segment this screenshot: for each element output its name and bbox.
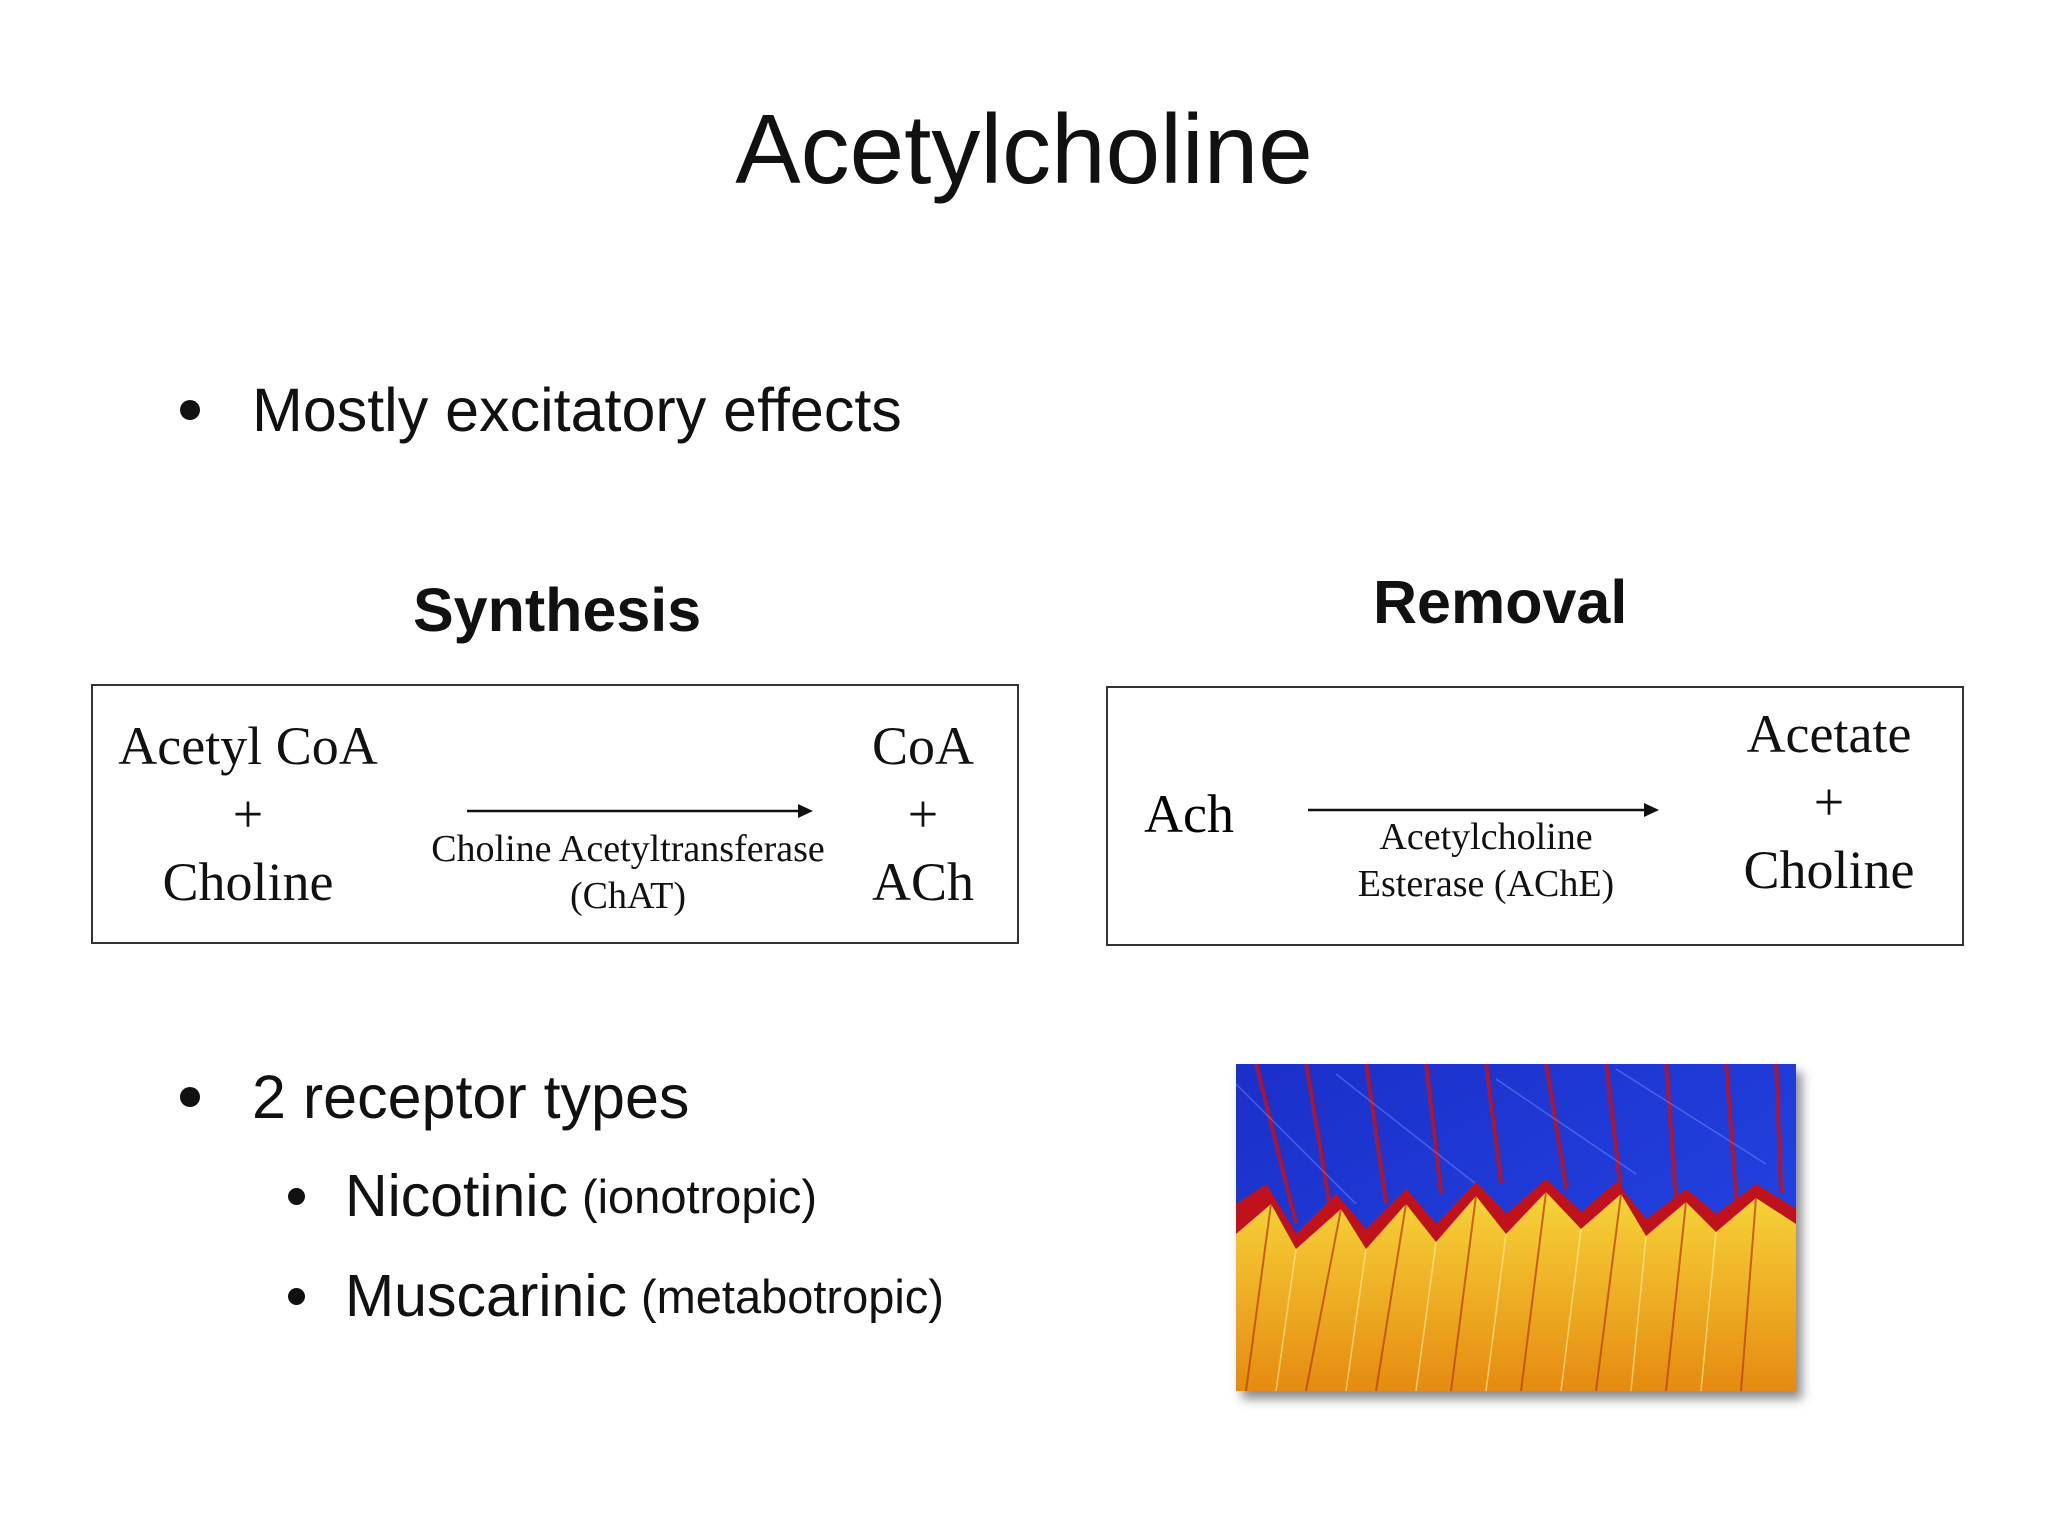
product-acetate: Acetate	[1718, 700, 1940, 768]
synthesis-reactants: Acetyl CoA + Choline	[113, 712, 383, 916]
receptor-note: (metabotropic)	[641, 1269, 944, 1324]
receptor-name: Nicotinic	[345, 1162, 568, 1230]
enzyme-ache-name: Acetylcholine	[1304, 814, 1668, 861]
plus-sign: +	[1718, 768, 1940, 836]
substrate-ach: Ach	[1144, 780, 1234, 848]
bullet-text: Mostly excitatory effects	[252, 375, 902, 445]
reactant-acetyl-coa: Acetyl CoA	[113, 712, 383, 780]
removal-heading: Removal	[1373, 572, 1627, 633]
reactant-choline: Choline	[113, 848, 383, 916]
bullet-dot	[288, 1188, 305, 1205]
enzyme-chat-name: Choline Acetyltransferase	[408, 826, 848, 873]
plus-sign: +	[113, 780, 383, 848]
acetylcholine-crystal-micrograph	[1236, 1064, 1796, 1391]
plus-sign: +	[843, 780, 1003, 848]
receptor-note: (ionotropic)	[582, 1169, 817, 1224]
slide-title: Acetylcholine	[0, 100, 2048, 198]
synthesis-heading: Synthesis	[413, 580, 701, 641]
bullet-nicotinic: Nicotinic (ionotropic)	[288, 1162, 817, 1230]
removal-box: Ach Acetylcholine Esterase (AChE) Acetat…	[1106, 686, 1964, 946]
bullet-muscarinic: Muscarinic (metabotropic)	[288, 1262, 944, 1330]
receptor-name: Muscarinic	[345, 1262, 627, 1330]
synthesis-box: Acetyl CoA + Choline Choline Acetyltrans…	[91, 684, 1019, 944]
bullet-excitatory: Mostly excitatory effects	[180, 375, 902, 445]
synthesis-products: CoA + ACh	[843, 712, 1003, 916]
enzyme-ache-abbrev: Esterase (AChE)	[1304, 861, 1668, 908]
product-choline: Choline	[1718, 836, 1940, 904]
bullet-dot	[288, 1288, 305, 1305]
product-coa: CoA	[843, 712, 1003, 780]
product-ach: ACh	[843, 848, 1003, 916]
removal-products: Acetate + Choline	[1718, 700, 1940, 904]
synthesis-arrow	[465, 801, 815, 821]
bullet-dot	[180, 1087, 200, 1107]
synthesis-enzyme: Choline Acetyltransferase (ChAT)	[408, 826, 848, 920]
bullet-dot	[180, 400, 200, 420]
removal-enzyme: Acetylcholine Esterase (AChE)	[1304, 814, 1668, 908]
bullet-text: 2 receptor types	[252, 1062, 689, 1132]
enzyme-chat-abbrev: (ChAT)	[408, 873, 848, 920]
bullet-receptor-types: 2 receptor types	[180, 1062, 689, 1132]
